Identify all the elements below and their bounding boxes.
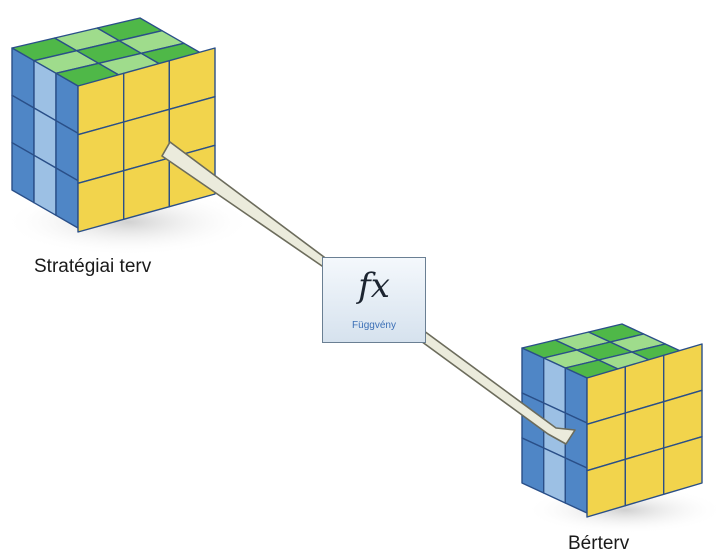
function-box[interactable]: fx Függvény (322, 257, 426, 343)
target-cube[interactable] (521, 323, 703, 518)
target-label: Bérterv (568, 533, 630, 554)
cube-front-cell (564, 457, 588, 514)
cube-front-cell (521, 437, 545, 494)
cube-front-cell (543, 447, 566, 504)
function-caption: Függvény (352, 320, 396, 331)
cube-side-cell (663, 436, 703, 495)
source-cube[interactable] (11, 17, 216, 233)
function-icon: fx (358, 266, 390, 306)
source-label: Stratégiai terv (34, 256, 152, 277)
